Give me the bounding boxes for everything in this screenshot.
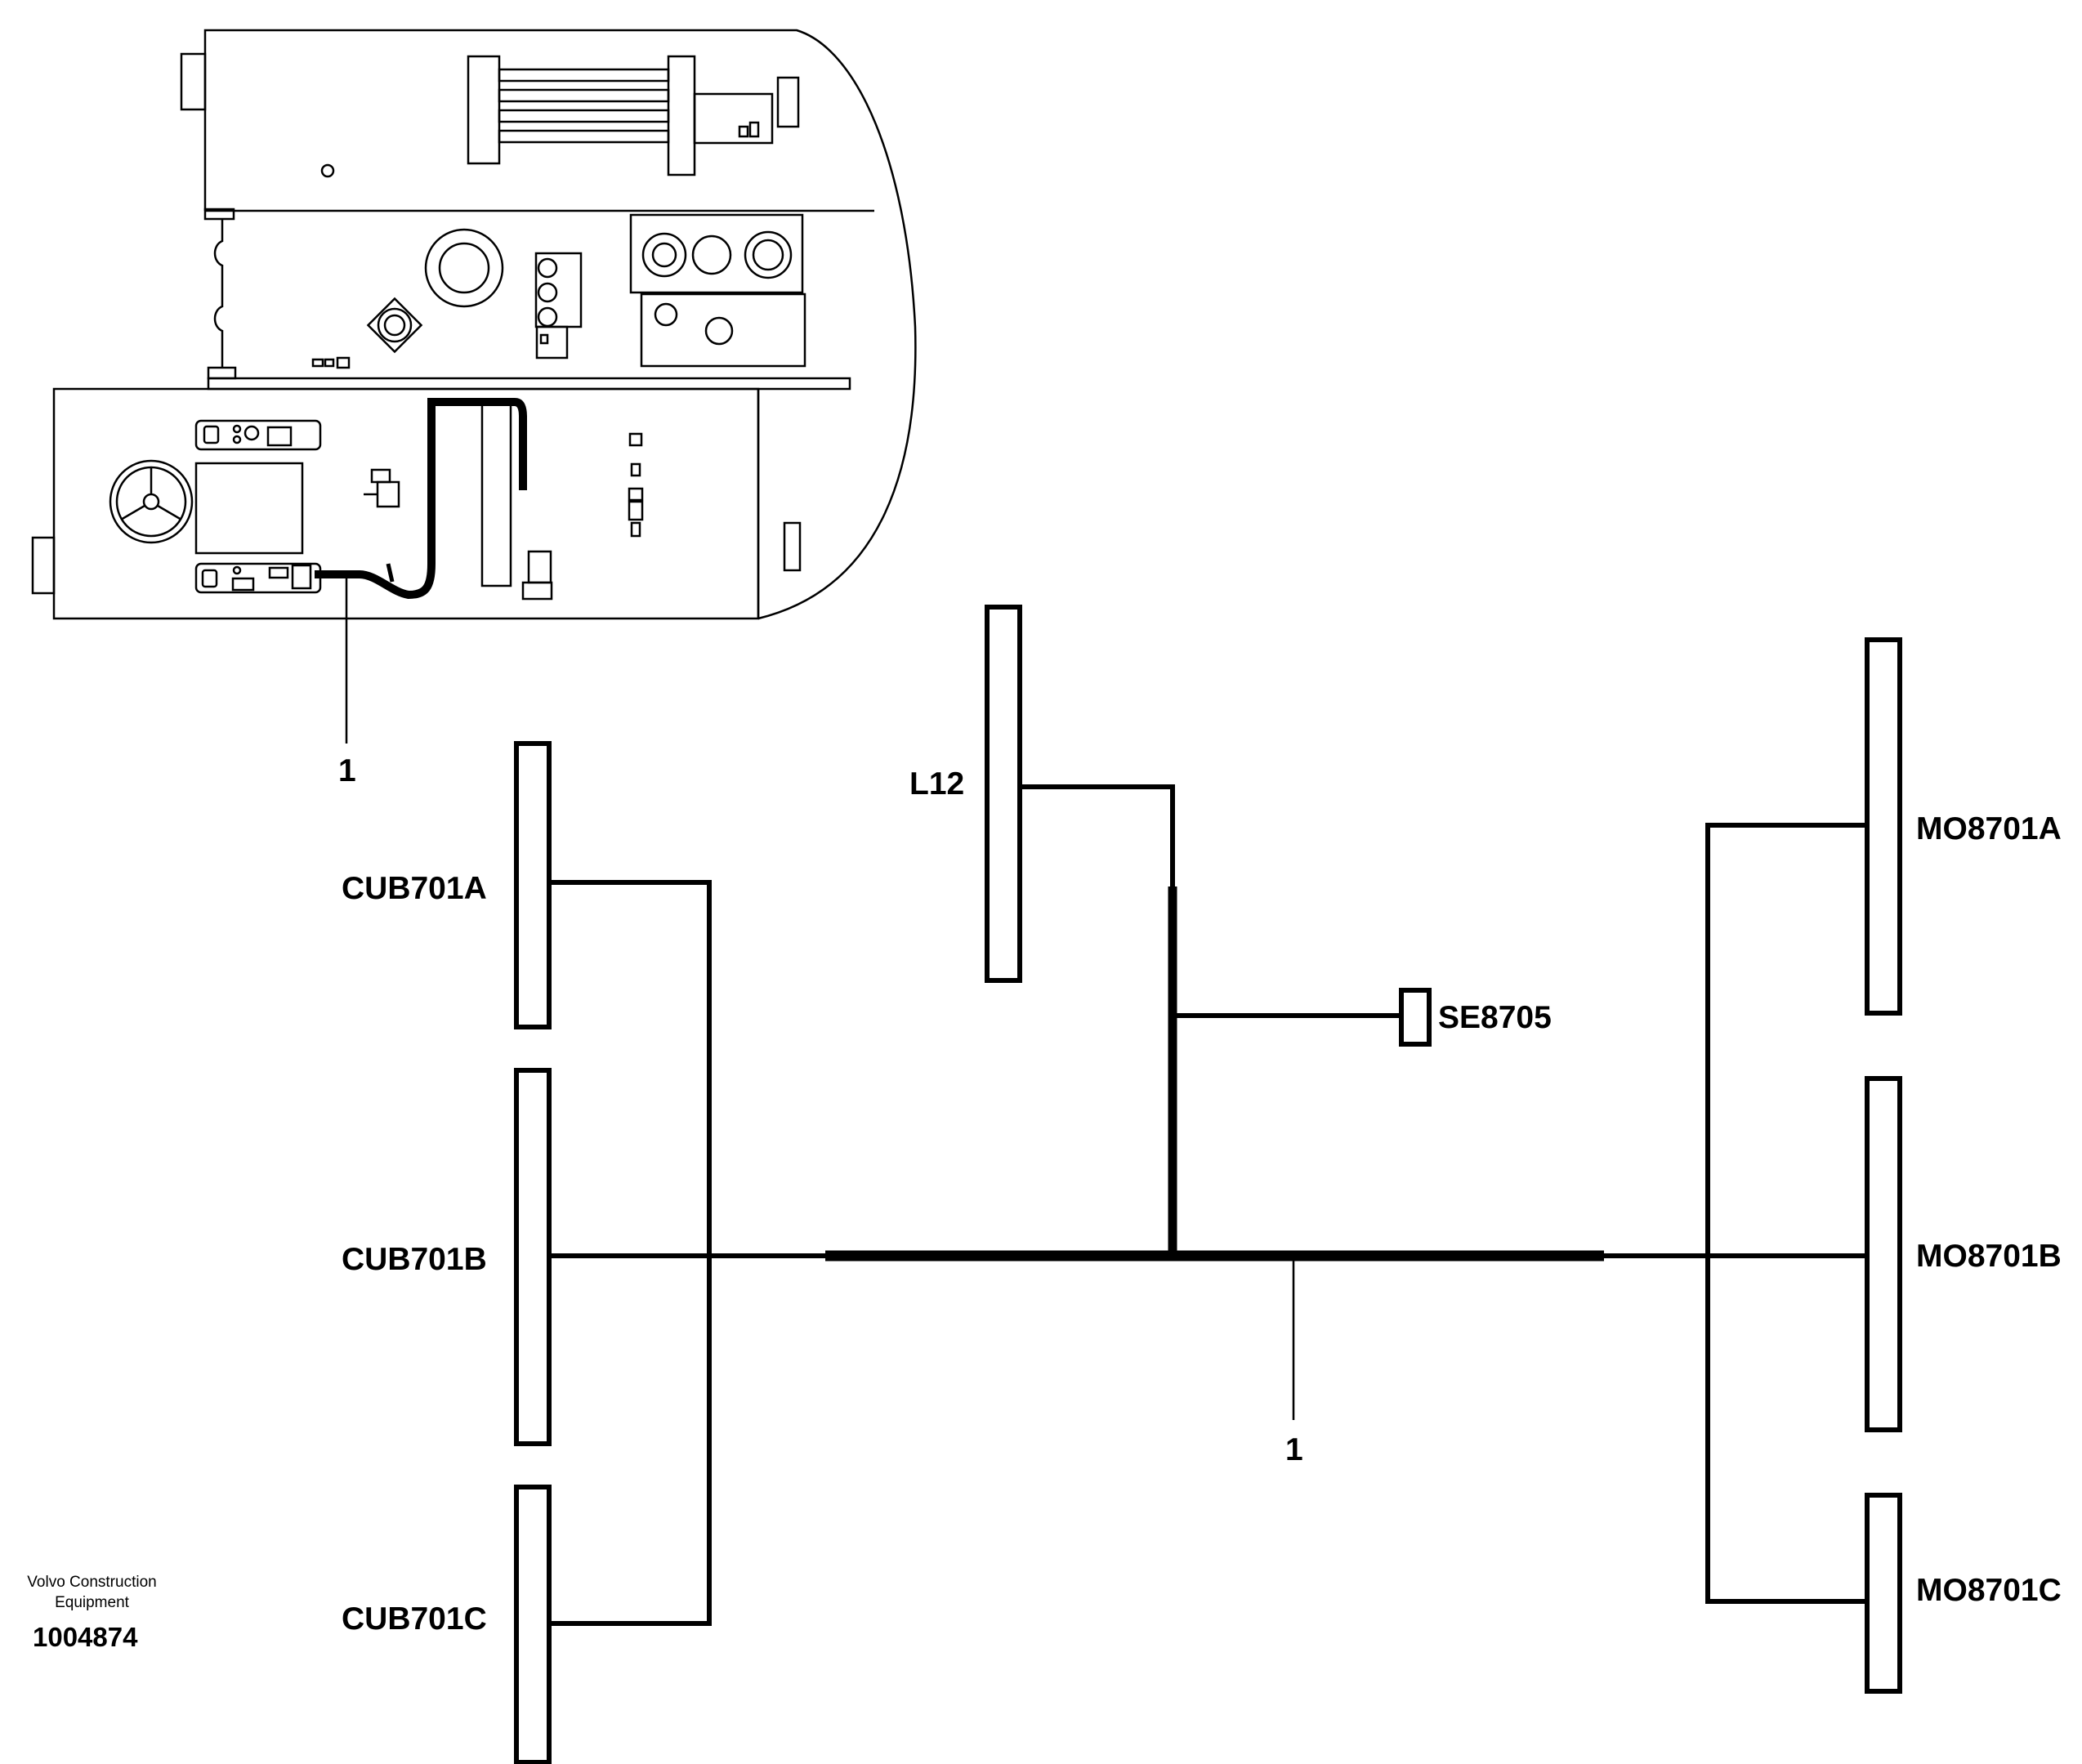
connector-box-mo8701b [1865,1076,1902,1432]
connector-label-se8705: SE8705 [1438,1000,1552,1035]
footer-drawing-number: 1004874 [33,1622,138,1652]
footer-company-line2: Equipment [55,1593,129,1611]
connector-box-mo8701a [1865,637,1902,1016]
connector-box-se8705 [1399,988,1432,1047]
connector-label-l12: L12 [909,766,965,802]
footer-company-line1: Volvo Construction [27,1574,157,1591]
connector-label-cub701a: CUB701A [342,871,487,906]
connector-label-mo8701c: MO8701C [1916,1573,2062,1608]
footer-company: Volvo Construction Equipment [8,1573,176,1613]
cab-overview-drawing [31,29,917,620]
connector-box-cub701c [514,1485,552,1764]
connector-box-cub701a [514,741,552,1029]
harness-schematic [514,605,1902,1764]
connector-label-cub701b: CUB701B [342,1242,487,1277]
callout-number-top: 1 [338,753,356,788]
connector-box-cub701b [514,1068,552,1446]
connector-box-mo8701c [1865,1493,1902,1694]
connector-label-mo8701a: MO8701A [1916,811,2062,846]
connector-label-mo8701b: MO8701B [1916,1239,2062,1274]
connector-box-l12 [985,605,1022,983]
callout-number-bottom: 1 [1285,1432,1303,1467]
connector-label-cub701c: CUB701C [342,1601,487,1637]
cab-harness-path [315,398,527,600]
